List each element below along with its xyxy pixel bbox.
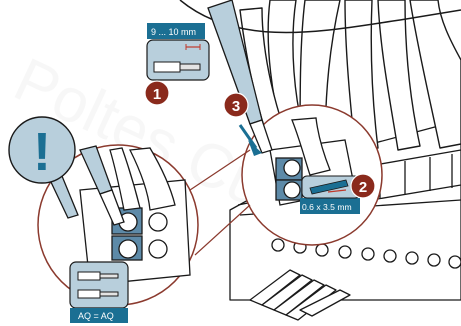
svg-text:9 ... 10 mm: 9 ... 10 mm	[151, 27, 196, 37]
step-badge-2: 2	[350, 173, 376, 199]
arrow-icon	[238, 124, 262, 156]
svg-text:2: 2	[359, 179, 367, 196]
cross-section-label: AQ = AQ	[70, 308, 128, 323]
cable-curve	[179, 0, 461, 34]
svg-text:1: 1	[153, 86, 161, 103]
svg-text:!: !	[33, 122, 51, 182]
wire-strip-icon	[146, 39, 210, 81]
svg-text:3: 3	[232, 98, 240, 115]
svg-text:0.6 x 3.5 mm: 0.6 x 3.5 mm	[302, 202, 352, 212]
screwdriver-size-label: 0.6 x 3.5 mm	[300, 198, 360, 214]
screwdriver-icon	[49, 0, 273, 226]
strip-length-label: 9 ... 10 mm	[147, 23, 205, 39]
step-badge-3: 3	[223, 92, 249, 118]
step-badge-1: 1	[144, 80, 170, 106]
warning-icon: !	[8, 116, 76, 184]
svg-text:AQ = AQ: AQ = AQ	[78, 311, 114, 321]
ferrule-icon	[69, 261, 129, 309]
